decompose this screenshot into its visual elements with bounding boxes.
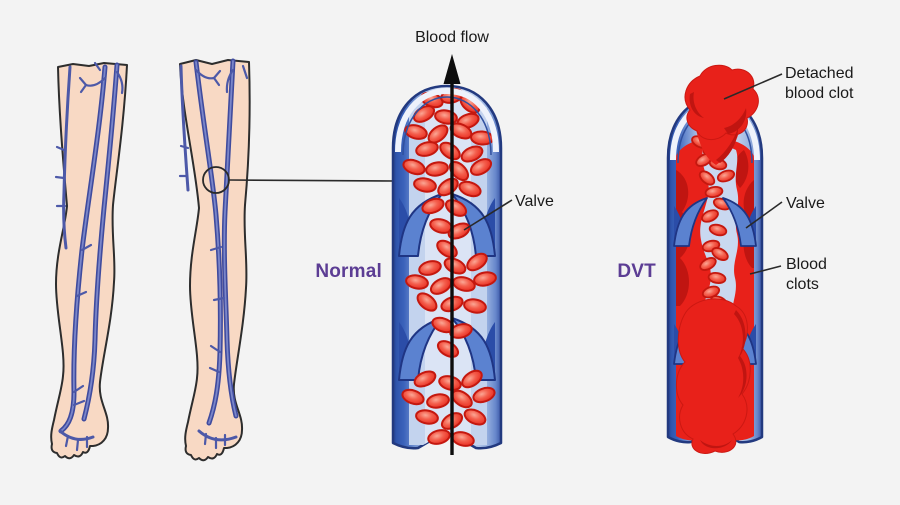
legs-illustration <box>50 58 398 462</box>
valve-normal-pointer-line <box>463 199 513 231</box>
blood-clots-label: Blood clots <box>786 256 827 293</box>
valve-dvt-label: Valve <box>786 195 825 212</box>
blood-flow-arrow <box>443 54 461 455</box>
dvt-vein-illustration <box>666 64 764 454</box>
normal-label: Normal <box>315 261 382 282</box>
normal-vein-illustration <box>391 54 503 455</box>
bottom-blood-clot <box>676 298 751 454</box>
right-leg <box>178 58 251 462</box>
dvt-label: DVT <box>617 261 656 282</box>
blood-flow-label: Blood flow <box>415 29 489 46</box>
detached-blood-clot-label: Detached blood clot <box>785 65 854 102</box>
detached-blood-clot-shape <box>684 64 759 165</box>
valve-dvt-pointer-line <box>745 201 783 229</box>
detached-clot-pointer-line <box>723 73 783 100</box>
left-leg <box>50 61 128 460</box>
leg-to-vein-connector-line <box>228 179 398 182</box>
valve-normal-label: Valve <box>515 193 554 210</box>
annotation-pointer-lines <box>463 73 783 275</box>
blood-clots-pointer-line <box>749 265 782 275</box>
